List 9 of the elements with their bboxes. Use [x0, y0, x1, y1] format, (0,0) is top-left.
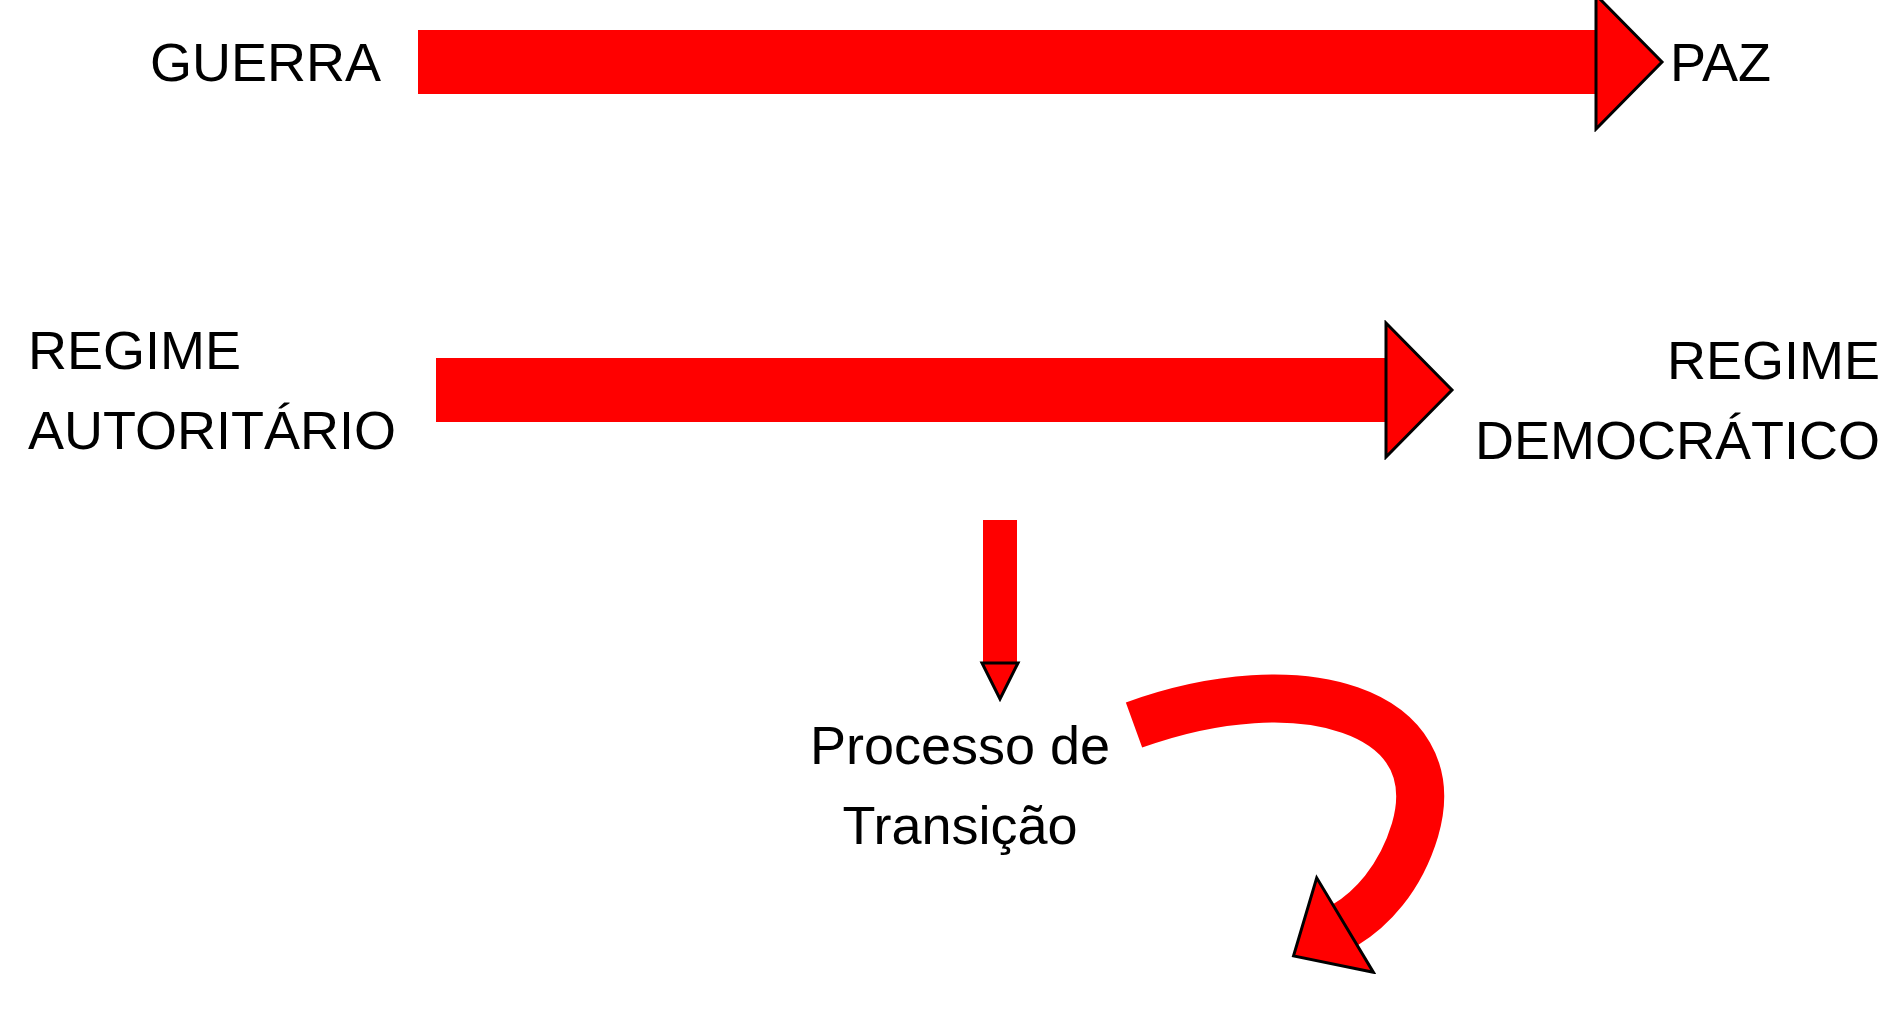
node-text: PAZ — [1670, 22, 1810, 102]
block-arrow — [418, 0, 1664, 131]
node-text: REGIME AUTORITÁRIO — [28, 310, 428, 470]
block-arrow — [1126, 674, 1444, 973]
node-text: GUERRA — [150, 22, 410, 102]
block-arrow — [436, 321, 1454, 459]
block-arrow — [980, 520, 1020, 701]
node-text: Processo de Transição — [790, 705, 1130, 865]
node-text: REGIME DEMOCRÁTICO — [1460, 320, 1880, 480]
